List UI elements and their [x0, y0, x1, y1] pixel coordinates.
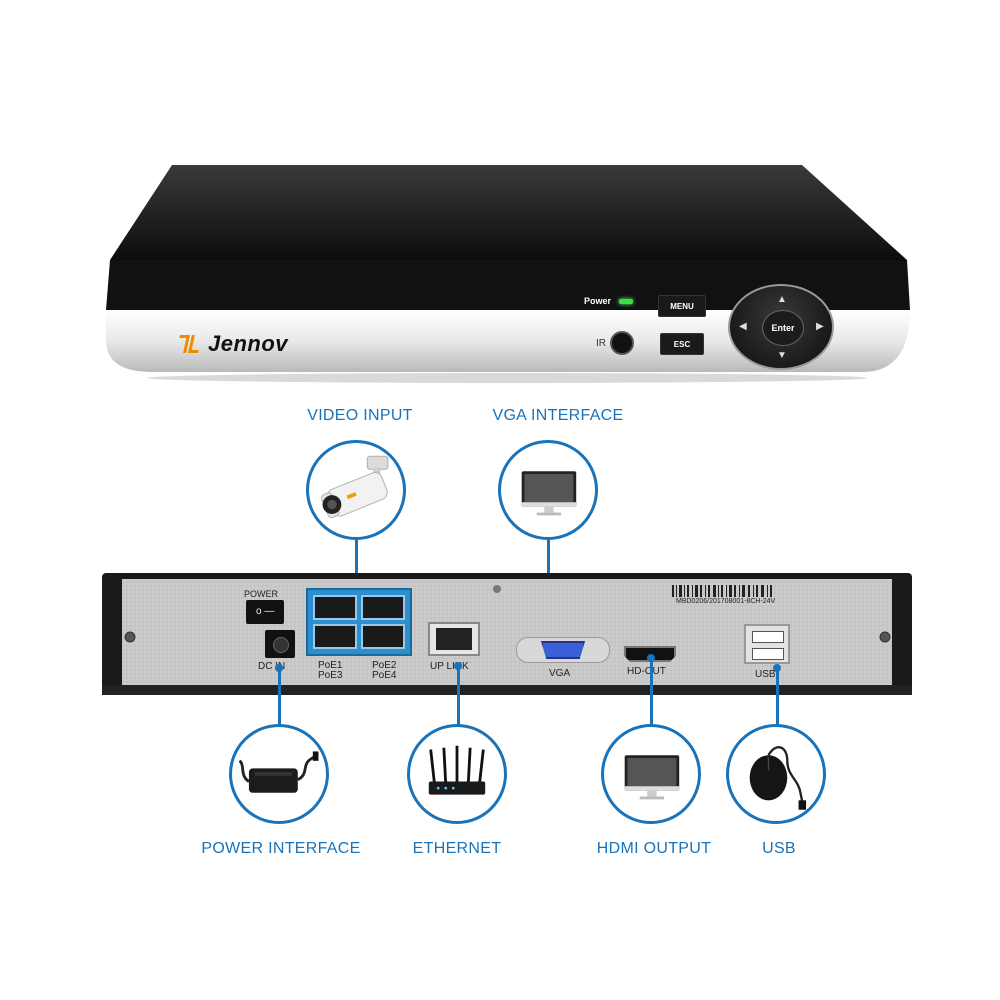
usb-port-label: USB — [755, 669, 776, 680]
callout-usb-label: USB — [762, 840, 796, 857]
callout-ethernet-label: ETHERNET — [412, 840, 502, 857]
nav-down-icon[interactable]: ▼ — [777, 350, 787, 361]
power-switch-toggle-icon: o — — [256, 606, 275, 617]
poe-labels-right: PoE2 PoE4 — [372, 660, 397, 681]
power-label: Power — [584, 296, 612, 306]
brand-name: Jennov — [208, 331, 289, 356]
nav-up-icon[interactable]: ▲ — [777, 294, 787, 305]
usb-port-1[interactable] — [752, 631, 784, 643]
monitor-icon — [521, 471, 577, 516]
power-led-icon — [619, 298, 634, 304]
ir-sensor-icon — [610, 331, 634, 355]
esc-button[interactable]: ESC — [660, 333, 704, 355]
poe-port-2[interactable] — [361, 595, 405, 620]
security-camera-icon — [321, 455, 389, 519]
video-input-connector — [355, 540, 358, 590]
vga-socket-icon — [541, 641, 585, 659]
usb-port-2[interactable] — [752, 648, 784, 660]
poe-port-4[interactable] — [361, 624, 405, 649]
power-interface-circle — [229, 724, 329, 824]
callout-hdmi-output-label: HDMI OUTPUT — [596, 840, 712, 857]
usb-connector — [776, 668, 779, 726]
uplink-label: UP LINK — [430, 661, 469, 672]
rj45-socket-icon — [436, 628, 472, 650]
brand-logo: Jennov — [176, 330, 289, 358]
power-adapter-icon — [238, 751, 319, 793]
nav-right-icon[interactable]: ▶ — [816, 321, 824, 332]
power-connector — [278, 668, 281, 726]
enter-button[interactable]: Enter — [762, 310, 804, 346]
video-input-circle — [306, 440, 406, 540]
callout-video-input-label: VIDEO INPUT — [307, 407, 413, 424]
hdmi-output-circle — [601, 724, 701, 824]
power-switch-label: POWER — [244, 589, 279, 599]
hdmi-label: HD-OUT — [627, 666, 666, 677]
mouse-icon — [749, 746, 807, 810]
poe-ports[interactable] — [306, 588, 412, 656]
vga-port[interactable] — [516, 637, 610, 663]
poe-port-3[interactable] — [313, 624, 357, 649]
callout-power-interface-label: POWER INTERFACE — [201, 840, 361, 857]
hdmi-connector — [650, 658, 653, 726]
dc-in-port[interactable] — [265, 630, 295, 658]
power-switch[interactable]: o — — [246, 600, 284, 624]
dc-in-socket-icon — [273, 637, 289, 653]
navigation-pad[interactable]: ▲ ▼ ◀ ▶ Enter — [728, 284, 834, 370]
nvr-front-view — [106, 165, 910, 383]
usb-circle — [726, 724, 826, 824]
uplink-port[interactable] — [428, 622, 480, 656]
vga-interface-circle — [498, 440, 598, 540]
poe-labels-left: PoE1 PoE3 — [318, 660, 343, 681]
ethernet-connector — [457, 666, 460, 726]
power-indicator: Power — [584, 296, 634, 306]
serial-label: MBD0206/201708001-8CH-24V — [676, 598, 776, 605]
ethernet-circle — [407, 724, 507, 824]
nav-left-icon[interactable]: ◀ — [739, 321, 747, 332]
router-icon — [428, 745, 486, 795]
usb-ports[interactable] — [744, 624, 790, 664]
vga-label: VGA — [549, 668, 571, 679]
ir-receiver: IR — [596, 331, 634, 355]
callout-vga-interface-label: VGA INTERFACE — [492, 407, 624, 424]
menu-button[interactable]: MENU — [658, 295, 706, 317]
monitor-icon — [624, 755, 680, 800]
dc-in-label: DC IN — [258, 661, 286, 672]
poe-port-1[interactable] — [313, 595, 357, 620]
brand-logo-icon — [176, 333, 204, 355]
nvr-rear-view — [102, 573, 912, 695]
